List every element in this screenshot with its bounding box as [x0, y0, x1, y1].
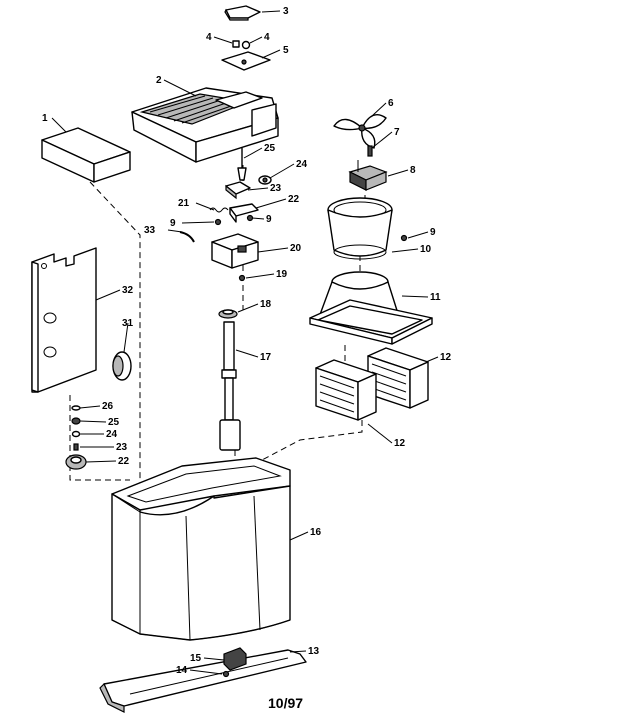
part-7-shaft	[367, 145, 373, 157]
callout-11: 11	[430, 292, 441, 303]
callout-30: 26	[102, 401, 114, 412]
part-14-screw	[222, 670, 230, 678]
callout-5: 5	[283, 45, 289, 56]
callout-8: 8	[410, 165, 416, 176]
part-5-plate	[221, 51, 271, 71]
part-25-stem	[237, 148, 247, 181]
part-13-base-frame	[99, 649, 307, 713]
callout-19: 19	[276, 269, 288, 280]
callout-18: 18	[260, 299, 272, 310]
callout-7: 7	[394, 127, 400, 138]
callout-15: 15	[190, 653, 202, 664]
part-11-duct	[309, 271, 433, 345]
part-17-float-rod	[219, 321, 241, 451]
part-33-wire	[179, 231, 195, 243]
part-20-housing	[211, 233, 259, 269]
callout-22: 22	[288, 194, 300, 205]
callout-13: 13	[308, 646, 320, 657]
part-1-cover-block	[41, 127, 131, 183]
part-23-block	[225, 181, 251, 200]
callout-25: 25	[264, 143, 276, 154]
callout-10: 10	[420, 244, 432, 255]
part-15-latch	[223, 647, 247, 671]
part-9-screw-c	[400, 234, 408, 242]
callout-26: 22	[118, 456, 130, 467]
callout-23: 23	[270, 183, 282, 194]
callout-20: 20	[290, 243, 302, 254]
part-12-filter-right	[367, 347, 429, 409]
part-19-pin	[238, 274, 246, 282]
assembly-guide-lines	[69, 165, 366, 505]
part-24-clip	[258, 175, 272, 185]
date-code: 10/97	[268, 695, 303, 711]
leader-lines	[51, 10, 439, 675]
part-16-base-reservoir	[111, 457, 291, 641]
callout-4-right: 4	[264, 32, 270, 43]
part-31-tank-cap	[112, 351, 132, 381]
callout-17: 17	[260, 352, 272, 363]
part-28-ring	[71, 430, 81, 438]
callout-12-right: 12	[440, 352, 452, 363]
callout-29: 25	[108, 417, 120, 428]
callout-9-left: 9	[170, 218, 176, 229]
part-29-spring	[71, 417, 81, 425]
callout-16: 16	[310, 527, 322, 538]
callout-9-mid: 9	[266, 214, 272, 225]
part-8-motor	[348, 160, 388, 191]
part-12-filter-left	[315, 359, 377, 421]
callout-31: 31	[122, 318, 134, 329]
callout-21: 21	[178, 198, 190, 209]
callout-6: 6	[388, 98, 394, 109]
part-32-water-tank	[31, 247, 97, 393]
callout-24: 24	[296, 159, 308, 170]
callout-9-right: 9	[430, 227, 436, 238]
part-10-basin	[327, 197, 393, 260]
callout-labels: 3 4 4 5 2 1 6 7 8 25 24 23 22 21 9 9 9 3…	[42, 6, 452, 711]
callout-27: 23	[116, 442, 128, 453]
callout-33: 33	[144, 225, 156, 236]
part-22-bracket	[229, 203, 259, 223]
callout-3: 3	[283, 6, 289, 17]
part-26-valve-cap	[65, 454, 87, 470]
callout-12-left: 12	[394, 438, 406, 449]
callout-2: 2	[156, 75, 162, 86]
part-9-screw-b	[246, 214, 254, 222]
part-3-cap	[224, 5, 261, 21]
part-2-top-cover	[131, 87, 279, 163]
part-30-washer	[71, 405, 81, 411]
part-27-pin	[73, 443, 79, 451]
callout-28: 24	[106, 429, 118, 440]
callout-1: 1	[42, 113, 48, 124]
part-9-screw-a	[214, 218, 222, 226]
part-4-clips	[232, 40, 251, 50]
part-6-fan-blade	[333, 114, 387, 149]
part-18-nut	[218, 309, 238, 319]
callout-4-left: 4	[206, 32, 212, 43]
callout-32: 32	[122, 285, 134, 296]
callout-14: 14	[176, 665, 188, 676]
part-21-spring	[209, 207, 229, 213]
